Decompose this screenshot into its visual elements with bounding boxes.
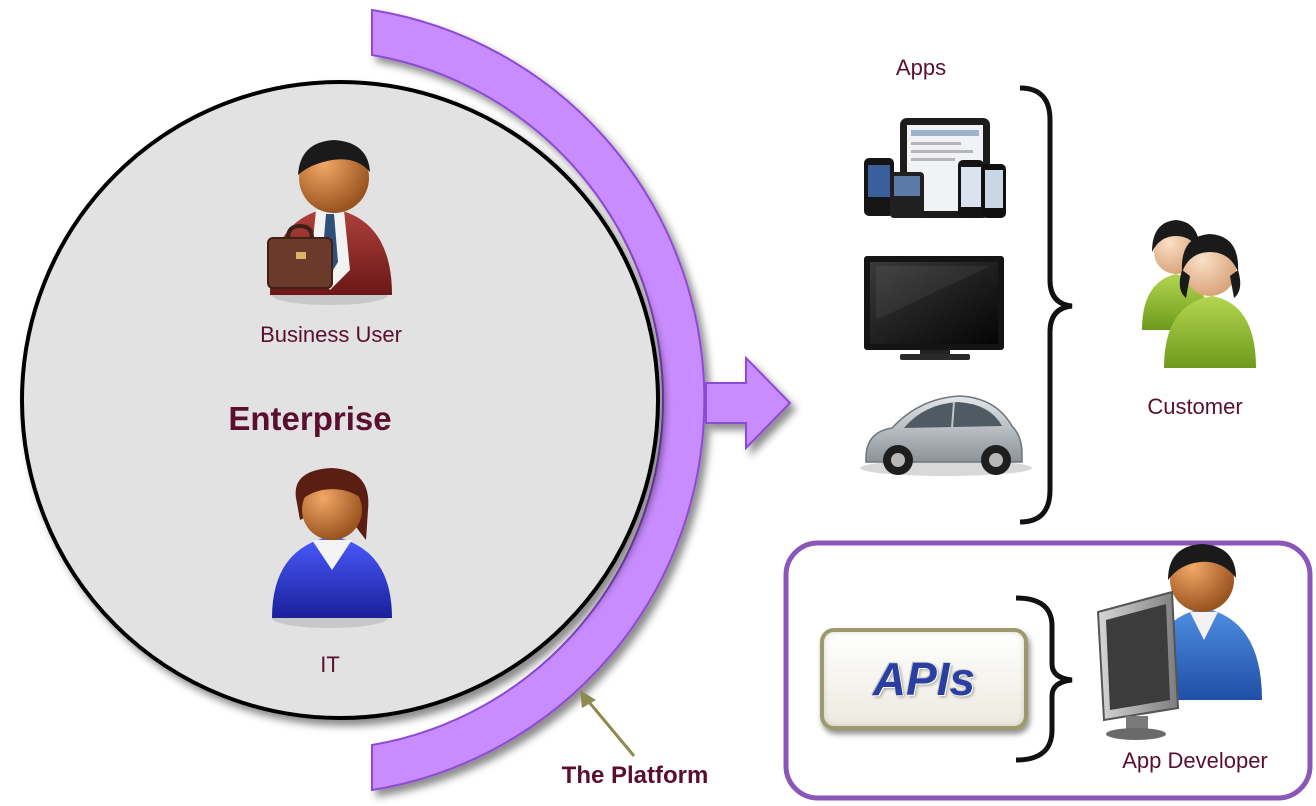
customer-icon (1142, 220, 1256, 368)
it-label: IT (320, 652, 340, 677)
apis-label: APIs (872, 653, 976, 705)
apis-box: APIs (820, 628, 1028, 730)
it-icon (272, 468, 392, 628)
customer-label: Customer (1147, 394, 1243, 419)
platform-label: The Platform (561, 762, 709, 789)
apps-title: Apps (895, 55, 947, 80)
mobile-devices-icon (864, 118, 1006, 218)
developer-panel (783, 540, 1313, 801)
platform-pointer-arrow (580, 690, 636, 757)
app-developer-icon (1096, 544, 1262, 740)
platform-arc (371, 8, 706, 792)
television-icon (864, 256, 1004, 360)
apps-bracket (1019, 85, 1073, 525)
business-user-icon (267, 140, 392, 305)
app-developer-label: App Developer (1122, 748, 1268, 773)
platform-arrow (705, 355, 792, 451)
business-user-label: Business User (260, 322, 402, 347)
enterprise-title: Enterprise (228, 400, 392, 437)
apis-bracket (1015, 595, 1073, 763)
enterprise-circle (20, 80, 660, 720)
car-icon (860, 395, 1032, 476)
